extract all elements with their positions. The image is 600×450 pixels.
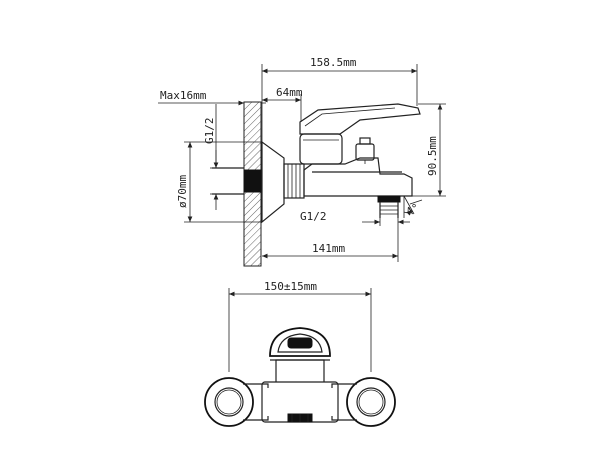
label-center-distance: 150±15mm (264, 280, 317, 293)
label-spout-offset: 64mm (276, 86, 303, 99)
label-max-depth: Max16mm (160, 89, 207, 102)
dim-escutcheon-diameter: ø70mm (176, 141, 262, 223)
label-inlet-thread: G1/2 (203, 118, 216, 145)
dim-spout-offset: 64mm (262, 86, 303, 122)
label-outlet-thread: G1/2 (300, 210, 327, 223)
dim-projection: 141mm (262, 226, 399, 262)
dim-height: 90.5mm (412, 103, 446, 197)
inlet-pipe (212, 167, 262, 195)
escutcheon (261, 140, 305, 224)
faucet-body (299, 103, 421, 218)
side-view: 4° 158.5mm Max16mm 64mm 90.5mm (158, 56, 446, 267)
front-view: 150±15mm (204, 280, 396, 427)
front-body (243, 327, 357, 423)
dim-inlet-thread: G1/2 (203, 104, 222, 210)
label-height: 90.5mm (426, 136, 439, 176)
label-overall-length: 158.5mm (310, 56, 357, 69)
angle-label: 4° (404, 201, 422, 219)
dim-outlet-thread: G1/2 (300, 210, 410, 226)
right-escutcheon (346, 377, 396, 427)
left-escutcheon (204, 377, 254, 427)
label-escutcheon-diameter: ø70mm (176, 175, 189, 208)
dim-overall-length: 158.5mm (261, 56, 418, 142)
angle-indicator: 4° (403, 195, 423, 219)
dim-max-depth: Max16mm (158, 89, 266, 106)
label-projection: 141mm (312, 242, 345, 255)
dim-center-distance: 150±15mm (228, 280, 372, 372)
